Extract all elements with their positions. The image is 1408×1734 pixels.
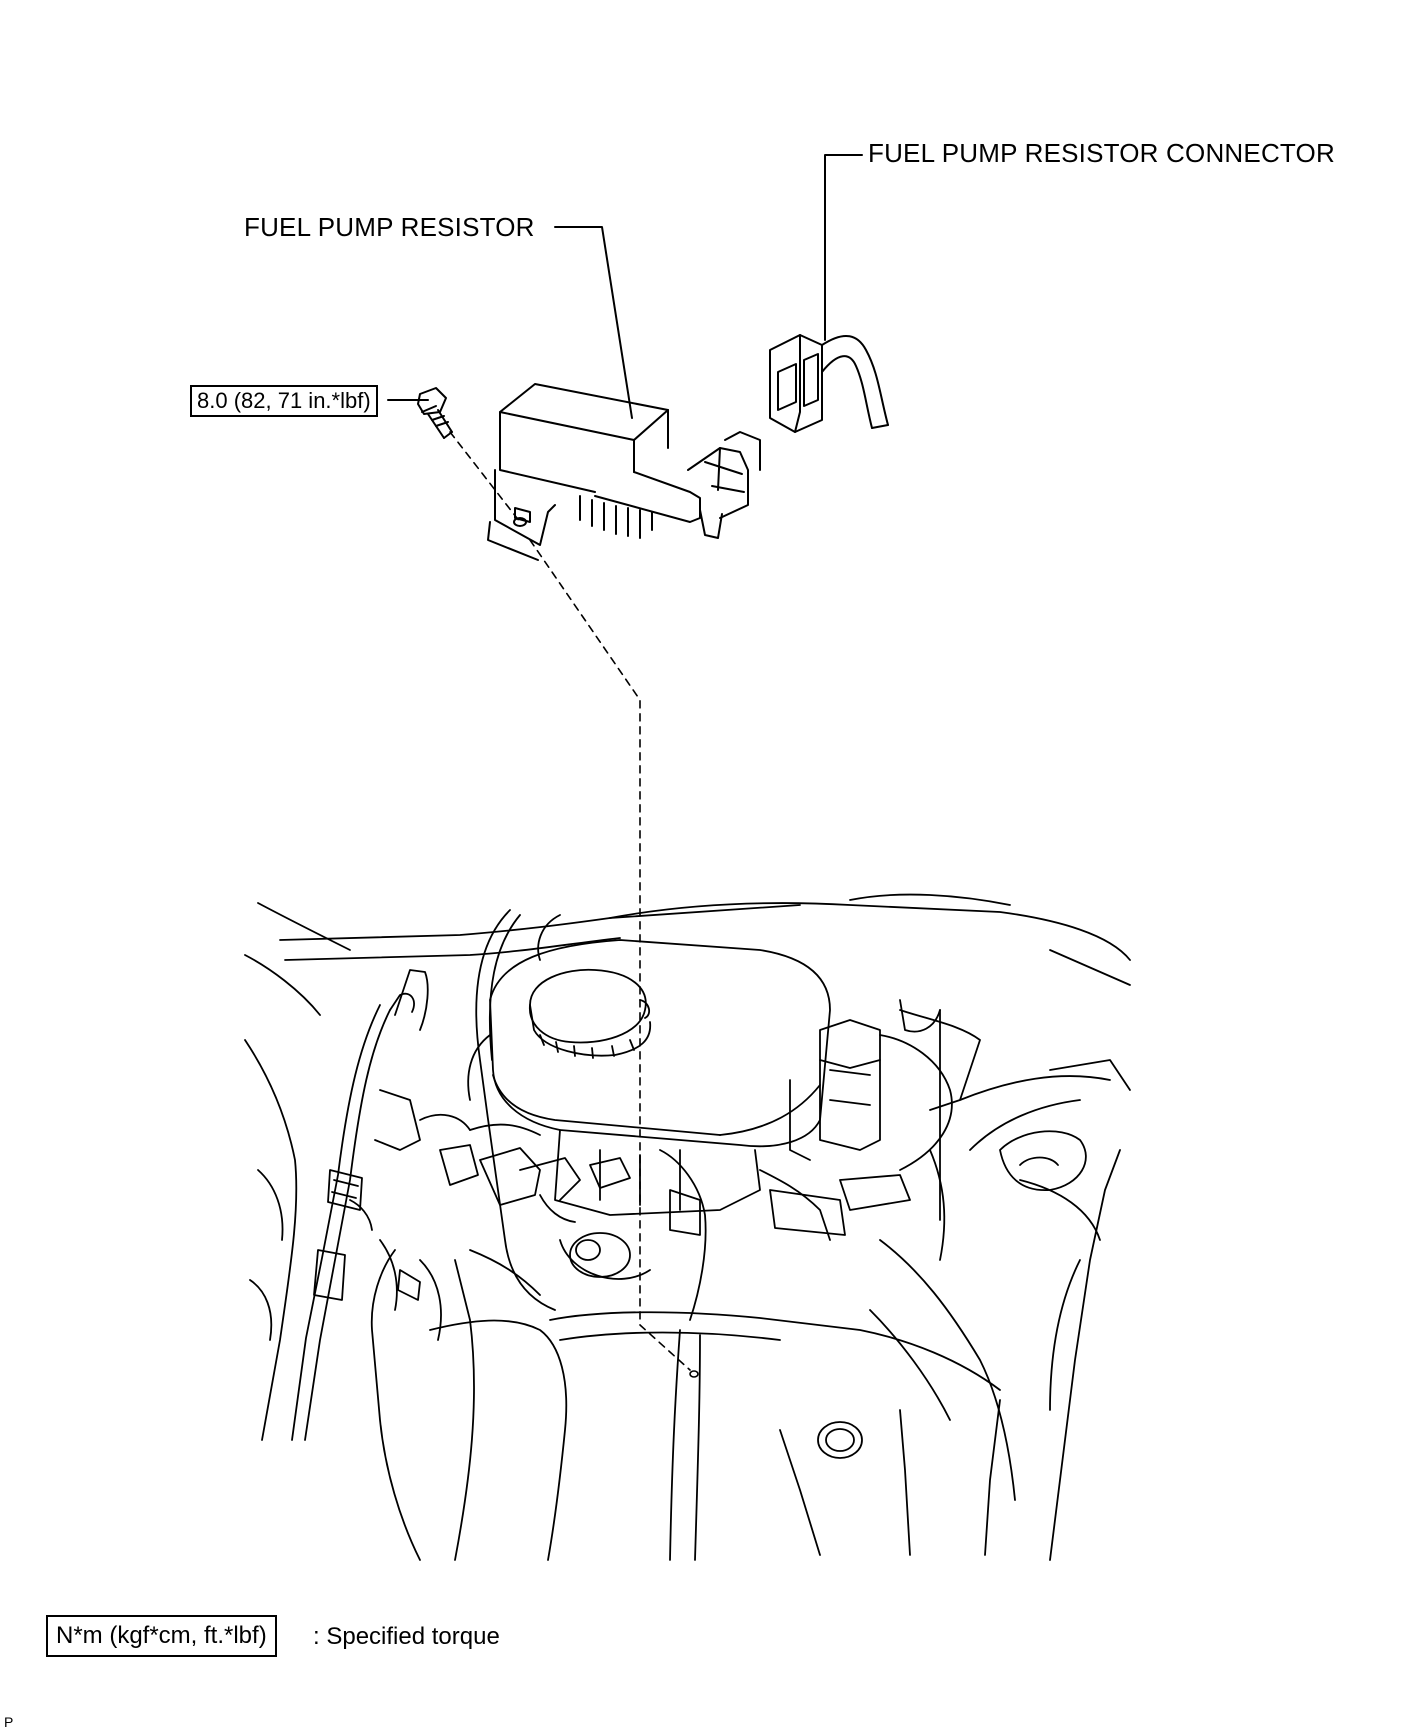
mounting-hole-mark — [689, 1370, 699, 1378]
mounting-bolt — [417, 387, 453, 439]
resistor-leader-line — [554, 226, 633, 419]
torque-value-box: 8.0 (82, 71 in.*lbf) — [190, 385, 378, 417]
figure-code: P — [4, 1714, 14, 1730]
connector-leader-line — [824, 154, 863, 341]
engine-bay-linework — [244, 893, 1131, 1561]
fuel-pump-resistor-part — [487, 383, 761, 561]
torque-legend-description: : Specified torque — [313, 1623, 500, 1650]
torque-unit-legend-box: N*m (kgf*cm, ft.*lbf) — [46, 1615, 277, 1657]
resistor-label: FUEL PUMP RESISTOR — [244, 212, 535, 242]
resistor-connector-part — [769, 334, 889, 433]
resistor-connector-label: FUEL PUMP RESISTOR CONNECTOR — [868, 138, 1335, 168]
mounting-alignment-line — [449, 431, 691, 1371]
